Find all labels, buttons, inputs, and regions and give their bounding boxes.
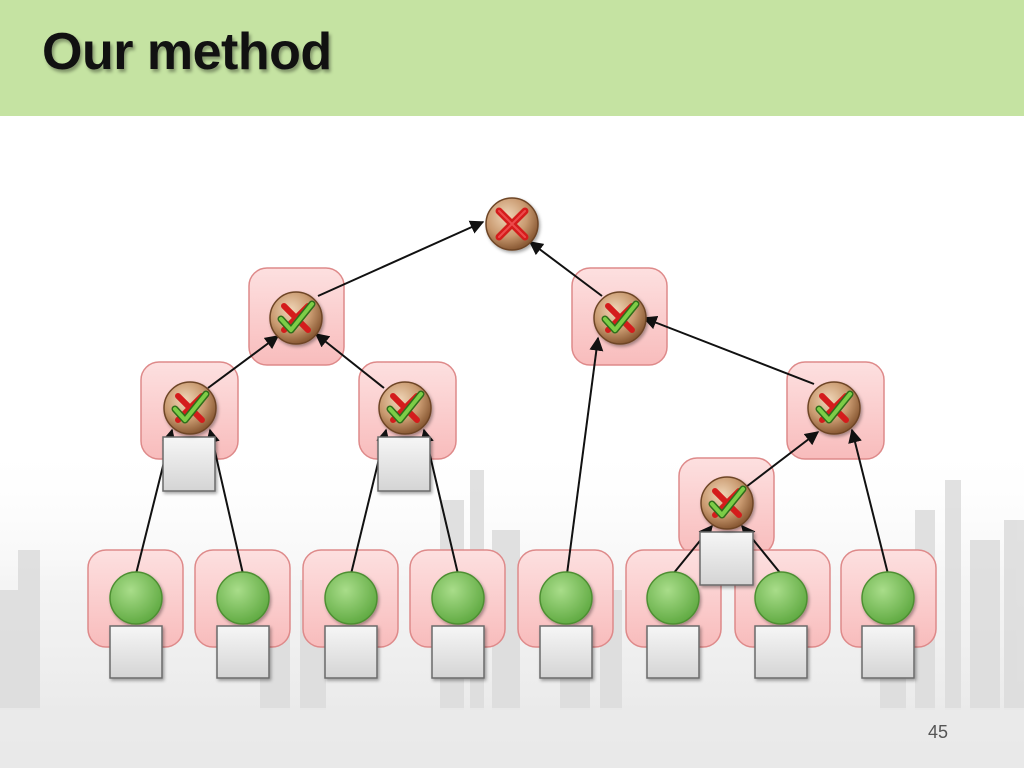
cross-badge-icon	[485, 197, 539, 251]
check-cross-badge-icon	[807, 381, 861, 435]
check-cross-badge-icon	[163, 381, 217, 435]
square-l6	[646, 625, 700, 679]
square-l8	[861, 625, 915, 679]
edge-n221-n22	[745, 431, 820, 488]
edge-l8-n22	[848, 428, 889, 575]
leaf-l2	[216, 571, 270, 625]
page-number: 45	[928, 722, 949, 742]
square-l4	[431, 625, 485, 679]
leaf-l3	[324, 571, 378, 625]
edge-l5-n2	[566, 336, 604, 575]
square-l3	[324, 625, 378, 679]
edge-n11-n1	[207, 335, 280, 389]
square-n11	[162, 436, 216, 492]
slide-title: Our method	[42, 23, 332, 81]
leaf-l7	[754, 571, 808, 625]
leaf-l1	[109, 571, 163, 625]
leaf-l8	[861, 571, 915, 625]
data-squares	[109, 436, 915, 679]
check-cross-badges	[163, 291, 861, 530]
leaf-l5	[539, 571, 593, 625]
leaf-l4	[431, 571, 485, 625]
edge-n2-root	[528, 241, 603, 297]
edge-n1-root	[317, 220, 485, 297]
check-cross-badge-icon	[593, 291, 647, 345]
square-l2	[216, 625, 270, 679]
check-cross-badge-icon	[378, 381, 432, 435]
square-l7	[754, 625, 808, 679]
square-l1	[109, 625, 163, 679]
square-n12	[377, 436, 431, 492]
square-l5	[539, 625, 593, 679]
check-cross-badge-icon	[700, 476, 754, 530]
check-cross-badge-icon	[269, 291, 323, 345]
edge-n22-n2	[642, 316, 815, 385]
leaf-nodes	[109, 571, 915, 625]
tree-edges	[135, 220, 889, 575]
edge-n12-n1	[314, 333, 385, 389]
title-bar: Our method	[0, 0, 1024, 116]
square-n221	[699, 531, 754, 586]
leaf-l6	[646, 571, 700, 625]
